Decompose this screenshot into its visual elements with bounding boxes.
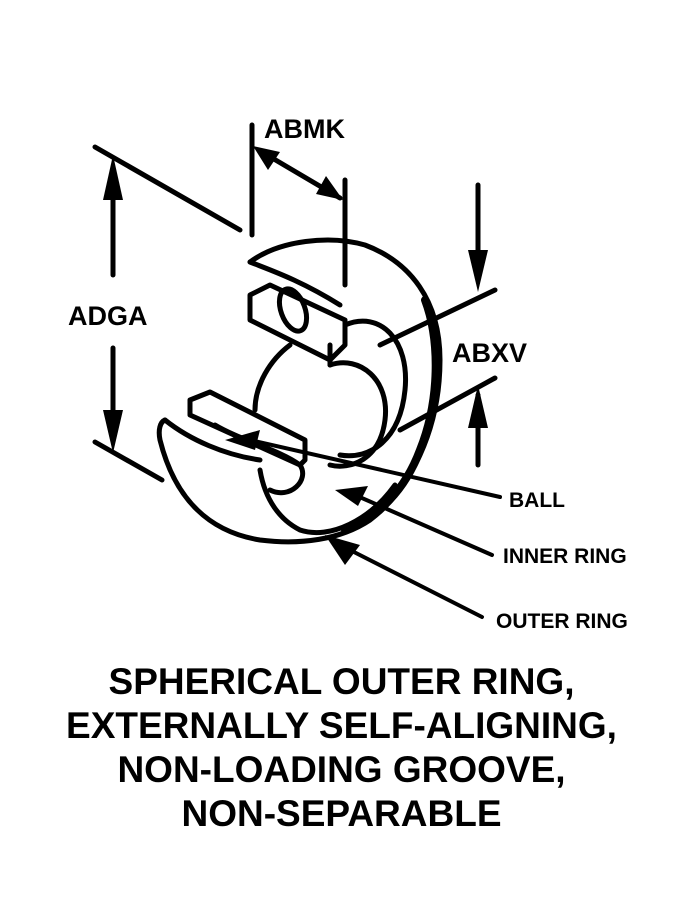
inner-bore bbox=[252, 342, 389, 469]
part-label-inner-ring: INNER RING bbox=[503, 545, 627, 568]
caption: SPHERICAL OUTER RING, EXTERNALLY SELF-AL… bbox=[0, 660, 683, 836]
ball-leader bbox=[248, 438, 502, 499]
abmk-arrowhead-left bbox=[253, 146, 280, 170]
caption-line-1: SPHERICAL OUTER RING, bbox=[108, 661, 575, 702]
caption-line-2: EXTERNALLY SELF-ALIGNING, bbox=[66, 705, 617, 746]
dimension-label-abxv: ABXV bbox=[452, 338, 528, 368]
adga-extension-bottom bbox=[92, 439, 165, 483]
ball-top bbox=[276, 286, 310, 334]
outer-ring-lower-edge bbox=[162, 417, 263, 463]
adga-arrowhead-top bbox=[103, 155, 123, 200]
abxv-arrowhead-bottom bbox=[468, 385, 488, 428]
caption-line-4: NON-SEPARABLE bbox=[181, 793, 502, 834]
abxv-arrowhead-top bbox=[468, 250, 488, 292]
ball-arrowhead bbox=[225, 430, 260, 450]
caption-line-3: NON-LOADING GROOVE, bbox=[117, 749, 566, 790]
abmk-arrowhead-right bbox=[316, 176, 343, 200]
inner-ring-bottom-block bbox=[187, 389, 308, 468]
outer-ring-leader bbox=[348, 548, 484, 619]
dimension-label-adga: ADGA bbox=[68, 301, 148, 331]
adga-arrowhead-bottom bbox=[103, 410, 123, 453]
outer-ring-arrowhead bbox=[325, 535, 360, 565]
part-label-ball: BALL bbox=[509, 489, 565, 512]
adga-extension-top bbox=[92, 144, 243, 233]
part-label-outer-ring: OUTER RING bbox=[496, 610, 628, 633]
inner-ring-top-block bbox=[247, 282, 348, 363]
inner-ring-arrowhead bbox=[335, 486, 368, 506]
outer-ring-inner-edge bbox=[247, 259, 343, 308]
abxv-extension-bottom bbox=[397, 375, 498, 433]
inner-ring-leader bbox=[353, 493, 494, 557]
abxv-extension-top bbox=[377, 287, 498, 348]
dimension-label-abmk: ABMK bbox=[264, 114, 345, 144]
